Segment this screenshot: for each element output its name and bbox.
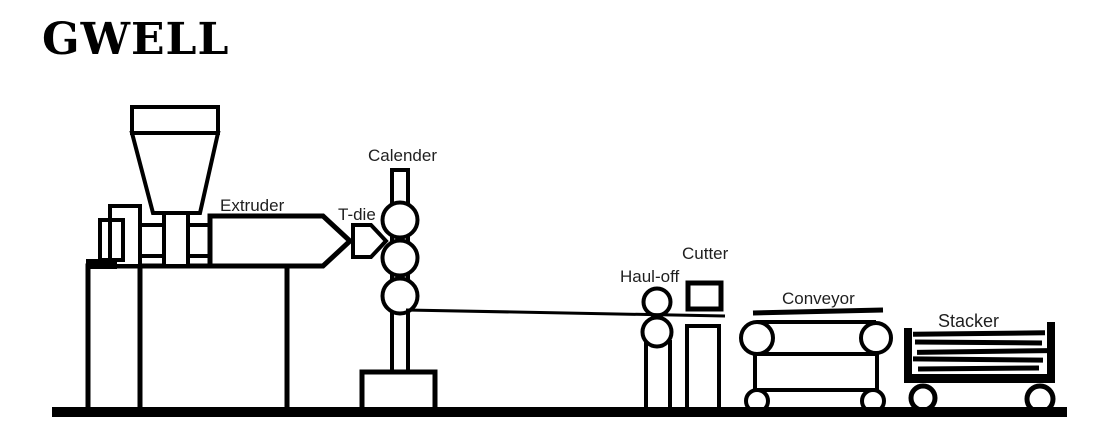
stacker-wall-right [1047,322,1055,380]
conveyor-roller-right [859,321,893,355]
haul-off-group [640,286,674,414]
calender-base [359,369,438,415]
hopper-funnel [129,131,221,215]
label-stacker: Stacker [938,311,999,331]
floor-line [52,407,1067,417]
stacker-sheet [914,339,1043,346]
calender-group [359,168,438,415]
cutter-blade-box [685,280,724,312]
stacker-sheet [917,365,1040,372]
stacker-base [904,374,1055,383]
hopper-top [130,105,220,135]
calender-roll-bottom [380,276,420,316]
stacker-group [904,322,1056,415]
hopper-neck [162,211,190,268]
t-die-body [351,223,389,259]
calender-roll-middle [380,238,420,278]
label-cutter: Cutter [682,244,729,263]
label-haul-off: Haul-off [620,267,679,286]
stacker-wheel-left [908,383,938,413]
stacker-sheet [912,356,1044,363]
sheet-line [405,308,726,318]
haul-off-roll-top [641,286,673,318]
brand-logo: GWELL [42,14,230,65]
label-conveyor: Conveyor [782,289,855,308]
extruder-barrel [207,213,354,269]
stacker-sheet [916,348,1049,355]
stacker-wall-left [904,328,912,382]
stacker-sheet [912,330,1046,337]
cutter-group [685,280,724,414]
haul-off-roll-bottom [640,315,674,349]
extruder-base [85,263,290,415]
label-t-die: T-die [338,205,376,224]
conveyor-group [739,307,893,414]
cutter-body [685,324,721,414]
conveyor-sheet [752,307,884,316]
conveyor-frame [753,352,879,392]
label-extruder: Extruder [220,196,285,215]
label-calender: Calender [368,146,437,165]
extruder-group [85,105,354,415]
extruder-base-step [86,259,117,269]
haul-off-stand [644,340,672,414]
conveyor-roller-left [739,320,775,356]
calender-roll-top [380,200,420,240]
